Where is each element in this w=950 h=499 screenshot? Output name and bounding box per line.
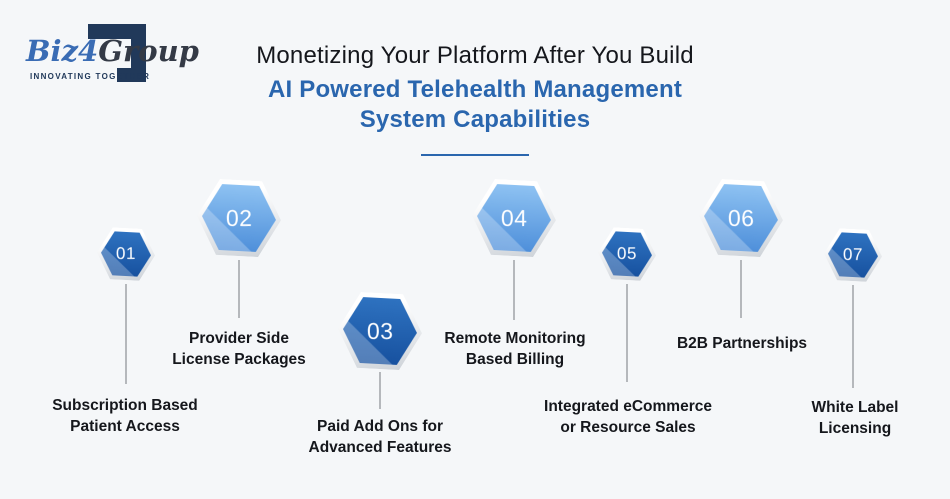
hexagon-step-badge-6: 06 [697,178,785,258]
hexagon-step-badge-1: 01 [96,227,157,282]
hexagon-step-badge-4: 04 [470,178,558,258]
connector-line-6 [740,260,742,318]
logo-bracket-bottom [117,68,146,82]
item-label-5: Integrated eCommerce or Resource Sales [544,398,712,436]
hexagon-fill: 05 [601,231,653,278]
logo-word-biz: Biz [26,34,78,68]
title-line-2: AI Powered Telehealth Management [267,76,683,103]
step-number: 06 [727,204,755,231]
item-label-7: White Label Licensing [811,399,899,437]
logo-word-group: Group [98,34,199,68]
hexagon-bevel: 06 [697,178,785,258]
step-number: 01 [116,243,136,263]
hexagon-fill: 02 [200,183,277,253]
step-number: 03 [366,317,394,344]
title-line-3: System Capabilities [359,106,591,133]
hexagon-step-badge-2: 02 [195,178,283,258]
logo-tagline: INNOVATING TOGETHER [30,72,151,81]
hexagon-fill: 01 [100,231,152,278]
hexagon-fill: 03 [341,296,418,366]
hexagon-bevel: 01 [96,227,157,282]
connector-line-4 [513,260,515,320]
logo-bracket-right [131,24,146,82]
hexagon-bevel: 07 [823,228,884,283]
hexagon-bevel: 04 [470,178,558,258]
connector-line-2 [238,260,240,318]
hexagon-step-badge-7: 07 [823,228,884,283]
item-label-1: Subscription Based Patient Access [52,397,198,435]
hexagon-fill: 04 [475,183,552,253]
logo-word-4: 4 [78,34,99,68]
hexagon-fill: 06 [702,183,779,253]
connector-line-3 [379,372,381,409]
step-number: 07 [843,244,863,264]
logo: Biz4Group INNOVATING TOGETHER [0,0,220,110]
page-title: Monetizing Your Platform After You Build… [0,42,950,156]
hexagon-bevel: 03 [336,291,424,371]
hexagon-step-badge-5: 05 [597,227,658,282]
connector-line-7 [852,285,854,388]
title-underline [421,154,529,156]
title-line-1: Monetizing Your Platform After You Build [256,42,694,69]
connector-line-5 [626,284,628,382]
step-number: 04 [500,204,528,231]
item-label-2: Provider Side License Packages [172,330,306,368]
item-label-3: Paid Add Ons for Advanced Features [308,418,452,456]
hexagon-step-badge-3: 03 [336,291,424,371]
item-label-4: Remote Monitoring Based Billing [444,330,586,368]
hexagon-bevel: 02 [195,178,283,258]
item-label-6: B2B Partnerships [676,335,808,352]
hexagon-bevel: 05 [597,227,658,282]
hexagon-fill: 07 [827,232,879,279]
step-number: 05 [617,243,637,263]
step-number: 02 [225,204,253,231]
logo-wordmark: Biz4Group [26,34,199,68]
connector-line-1 [125,284,127,384]
